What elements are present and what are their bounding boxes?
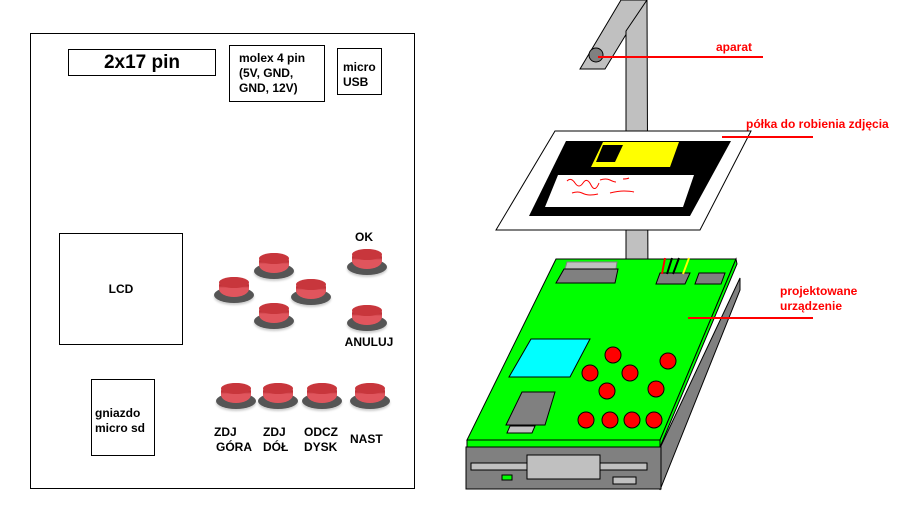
micro-usb-port: micro USB bbox=[337, 48, 382, 95]
pcb-button-photo-down bbox=[601, 411, 619, 429]
photo-up-line-2: GÓRA bbox=[216, 440, 252, 454]
pcb-buttons bbox=[577, 346, 677, 429]
camera-label: aparat bbox=[716, 40, 753, 54]
usb-socket bbox=[694, 272, 726, 285]
photo-down-label: ZDJ DÓŁ bbox=[263, 425, 293, 455]
molex-line-3: GND, 12V) bbox=[239, 81, 298, 95]
pcb-button-read-disk bbox=[623, 411, 641, 429]
wire-black-1 bbox=[666, 257, 673, 275]
molex-line-2: (5V, GND, bbox=[239, 66, 294, 80]
read-disk-line-1: ODCZ bbox=[304, 425, 338, 439]
connector-2x17-pin: 2x17 pin bbox=[68, 49, 216, 76]
lcd-label: LCD bbox=[108, 281, 134, 296]
camera-lens-icon bbox=[588, 47, 604, 63]
button-right[interactable] bbox=[291, 279, 331, 307]
sd-card-slot bbox=[506, 425, 536, 434]
device-label-line-1: projektowane bbox=[780, 284, 858, 298]
ok-label: OK bbox=[355, 230, 373, 244]
pcb-edge bbox=[466, 439, 661, 448]
drive-eject-button bbox=[612, 476, 637, 485]
next-button[interactable] bbox=[350, 383, 390, 411]
ok-button[interactable] bbox=[347, 249, 387, 277]
pcb-button-up bbox=[604, 346, 622, 364]
pcb-button-left bbox=[581, 364, 599, 382]
micro-usb-line-1: micro bbox=[343, 60, 376, 74]
photo-up-line-1: ZDJ bbox=[214, 425, 237, 439]
drive-eject-cover bbox=[526, 454, 601, 480]
pcb-button-photo-up bbox=[577, 411, 595, 429]
photo-up-label: ZDJ GÓRA bbox=[214, 425, 252, 455]
photo-up-button[interactable] bbox=[216, 383, 256, 411]
photo-down-line-1: ZDJ bbox=[263, 425, 286, 439]
shelf-label: półka do robienia zdjęcia bbox=[746, 117, 889, 131]
photo-down-line-2: DÓŁ bbox=[263, 440, 289, 454]
pcb-button-next bbox=[645, 411, 663, 429]
ribbon-connector-base bbox=[555, 268, 619, 284]
pcb-button-ok bbox=[659, 352, 677, 370]
sd-card bbox=[505, 391, 556, 426]
micro-usb-line-2: USB bbox=[343, 75, 369, 89]
read-disk-line-2: DYSK bbox=[304, 440, 338, 454]
wire-red bbox=[661, 257, 666, 275]
pcb-edge-side bbox=[659, 257, 738, 448]
button-down[interactable] bbox=[254, 303, 294, 331]
molex-connector: molex 4 pin (5V, GND, GND, 12V) bbox=[229, 45, 325, 102]
sd-line-2: micro sd bbox=[95, 421, 146, 435]
molex-line-1: molex 4 pin bbox=[239, 51, 306, 65]
micro-sd-socket: gniazdo micro sd bbox=[91, 379, 155, 456]
wire-black-2 bbox=[672, 257, 680, 275]
button-left[interactable] bbox=[214, 277, 254, 305]
floppy-shutter-window bbox=[596, 145, 623, 162]
pcb-button-right bbox=[621, 364, 639, 382]
molex-socket bbox=[655, 272, 691, 285]
lcd-display: LCD bbox=[59, 233, 183, 345]
button-up[interactable] bbox=[254, 253, 294, 281]
cancel-button[interactable] bbox=[347, 305, 387, 333]
read-disk-button[interactable] bbox=[302, 383, 342, 411]
read-disk-label: ODCZ DYSK bbox=[304, 425, 344, 455]
wire-yellow bbox=[682, 257, 690, 275]
pcb-button-down bbox=[598, 382, 616, 400]
photo-down-button[interactable] bbox=[258, 383, 298, 411]
cancel-label: ANULUJ bbox=[344, 335, 394, 349]
drive-led bbox=[501, 474, 513, 481]
device-label-line-2: urządzenie bbox=[780, 299, 843, 313]
sd-line-1: gniazdo bbox=[95, 406, 141, 420]
floppy-label-scribble bbox=[566, 177, 635, 196]
connector-2x17-label: 2x17 pin bbox=[103, 52, 181, 73]
pcb-button-cancel bbox=[647, 380, 665, 398]
next-label: NAST bbox=[350, 432, 383, 446]
device-label: projektowane urządzenie bbox=[780, 284, 857, 314]
pcb-board bbox=[466, 258, 737, 441]
pcb-lcd bbox=[508, 338, 591, 378]
